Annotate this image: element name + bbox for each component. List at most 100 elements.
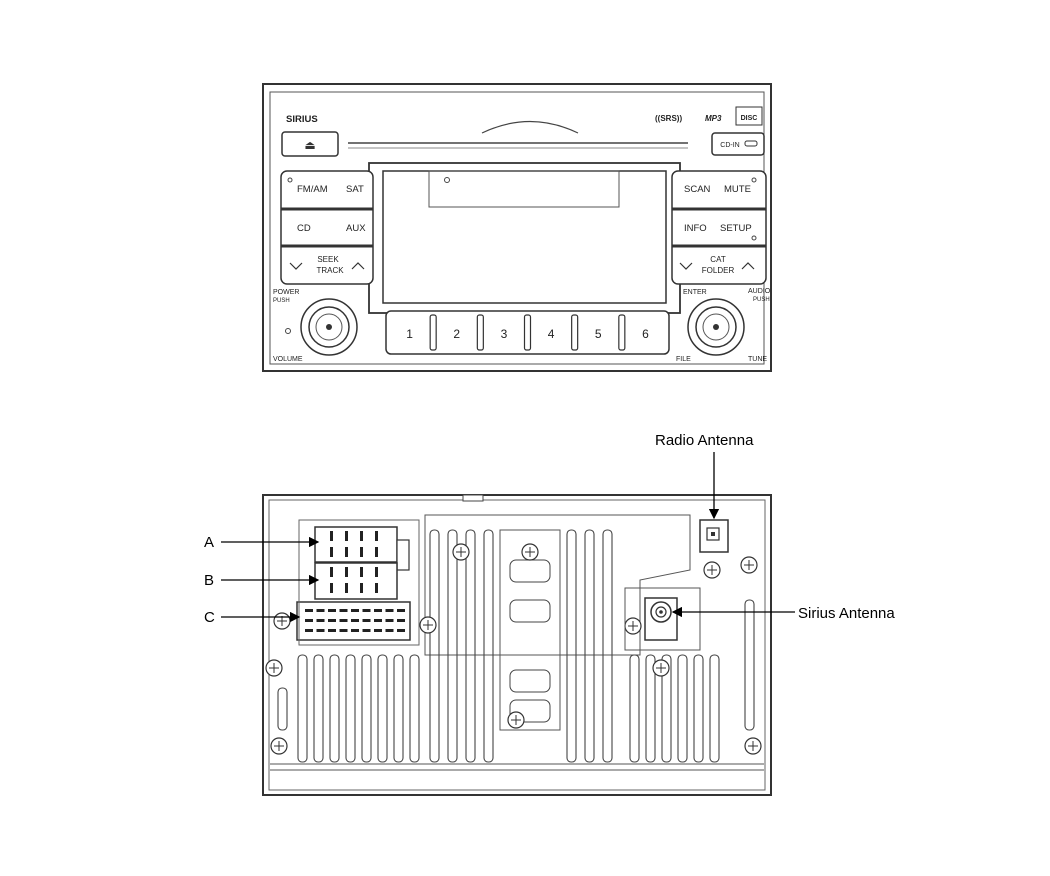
mp3-logo: MP3 [705, 114, 722, 123]
connector-pin [328, 629, 336, 632]
volume-knob[interactable] [285, 298, 358, 356]
radio-antenna-label: Radio Antenna [655, 432, 754, 449]
cooling-fins [277, 529, 755, 763]
screw-slot [656, 663, 666, 673]
audio-label: AUDIO [748, 288, 771, 295]
connector-pin [305, 629, 313, 632]
fin [661, 654, 672, 763]
right-button-cluster: SCAN MUTE INFO SETUP CAT FOLDER [671, 170, 767, 285]
folder-down-icon[interactable] [679, 262, 693, 270]
preset-button-1[interactable]: 1 [406, 327, 413, 341]
seek-up-icon[interactable] [351, 262, 365, 270]
callout-a-label: A [204, 534, 214, 551]
preset-divider [523, 314, 532, 351]
screw-slot [525, 547, 535, 557]
aux-button[interactable]: AUX [346, 223, 366, 234]
fin [629, 654, 640, 763]
audio-push-label: PUSH [753, 297, 770, 303]
connector-pin [328, 619, 336, 622]
connector-pin [385, 609, 394, 612]
fin [645, 654, 656, 763]
folder-up-icon[interactable] [741, 262, 755, 270]
connector-pin [345, 547, 348, 557]
eject-icon: ⏏ [304, 138, 315, 152]
connector-pin [305, 619, 313, 622]
rear-panel [262, 494, 772, 796]
connector-pin [360, 567, 363, 577]
connector-pin [362, 619, 371, 622]
connector-pin [305, 609, 313, 612]
fin [584, 529, 595, 763]
sat-button[interactable]: SAT [346, 184, 364, 195]
vent-slot [509, 669, 551, 693]
cd-in-button[interactable] [711, 132, 765, 156]
preset-divider [571, 314, 579, 351]
preset-button-4[interactable]: 4 [548, 327, 555, 341]
connector-pin [397, 609, 405, 612]
fin [465, 529, 476, 763]
screw-slot [269, 663, 279, 673]
preset-button-3[interactable]: 3 [501, 327, 508, 341]
screw-slot [423, 620, 433, 630]
cat-label: CAT [710, 255, 726, 264]
volume-label: VOLUME [273, 356, 303, 363]
connector-pin [316, 609, 325, 612]
fin [693, 654, 704, 763]
eject-button[interactable] [281, 131, 339, 157]
connector-pin [351, 619, 359, 622]
info-button[interactable]: INFO [684, 223, 707, 234]
fin [393, 654, 404, 763]
fm-am-button[interactable]: FM/AM [297, 184, 328, 195]
fin [409, 654, 420, 763]
connector-pin [375, 583, 378, 593]
preset-button-2[interactable]: 2 [453, 327, 460, 341]
connector-pin [375, 531, 378, 541]
fin [297, 654, 308, 763]
display-screen [382, 170, 667, 304]
callouts: A B C Radio Antenna Sirius Antenna [204, 432, 895, 626]
fin [483, 529, 494, 763]
file-label: FILE [676, 356, 691, 363]
connector-pin [375, 567, 378, 577]
preset-divider [429, 314, 437, 351]
vent-slot [509, 699, 551, 723]
cd-button[interactable]: CD [297, 223, 311, 234]
fin [361, 654, 372, 763]
fin [677, 654, 688, 763]
preset-button-6[interactable]: 6 [642, 327, 649, 341]
connector-pin [328, 609, 336, 612]
connector-c [296, 601, 411, 641]
connector-pin [330, 531, 333, 541]
radio-antenna-jack [699, 519, 729, 553]
connector-pin [351, 629, 359, 632]
fin [277, 687, 288, 731]
connector-pin [397, 619, 405, 622]
preset-button-5[interactable]: 5 [595, 327, 602, 341]
screw-slot [456, 547, 466, 557]
power-push-label: PUSH [273, 298, 290, 304]
folder-label: FOLDER [702, 266, 735, 275]
screw-slot [277, 616, 287, 626]
connector-pin [345, 567, 348, 577]
seek-down-icon[interactable] [289, 262, 303, 270]
connector-pin [375, 547, 378, 557]
mute-button[interactable]: MUTE [724, 184, 751, 195]
connector-pin [339, 619, 348, 622]
connector-pin [385, 629, 394, 632]
setup-button[interactable]: SETUP [720, 223, 752, 234]
sirius-antenna-jack [624, 587, 701, 651]
connector-a [314, 526, 410, 571]
connector-b [314, 562, 398, 600]
connector-pin [330, 583, 333, 593]
connector-pin [345, 583, 348, 593]
connector-pin [385, 619, 394, 622]
connector-pin [316, 619, 325, 622]
tune-knob[interactable] [687, 298, 745, 356]
connector-pin [316, 629, 325, 632]
cd-in-label: CD-IN [720, 142, 739, 149]
fin [447, 529, 458, 763]
tune-label: TUNE [748, 356, 767, 363]
scan-button[interactable]: SCAN [684, 184, 711, 195]
callout-c-label: C [204, 609, 215, 626]
